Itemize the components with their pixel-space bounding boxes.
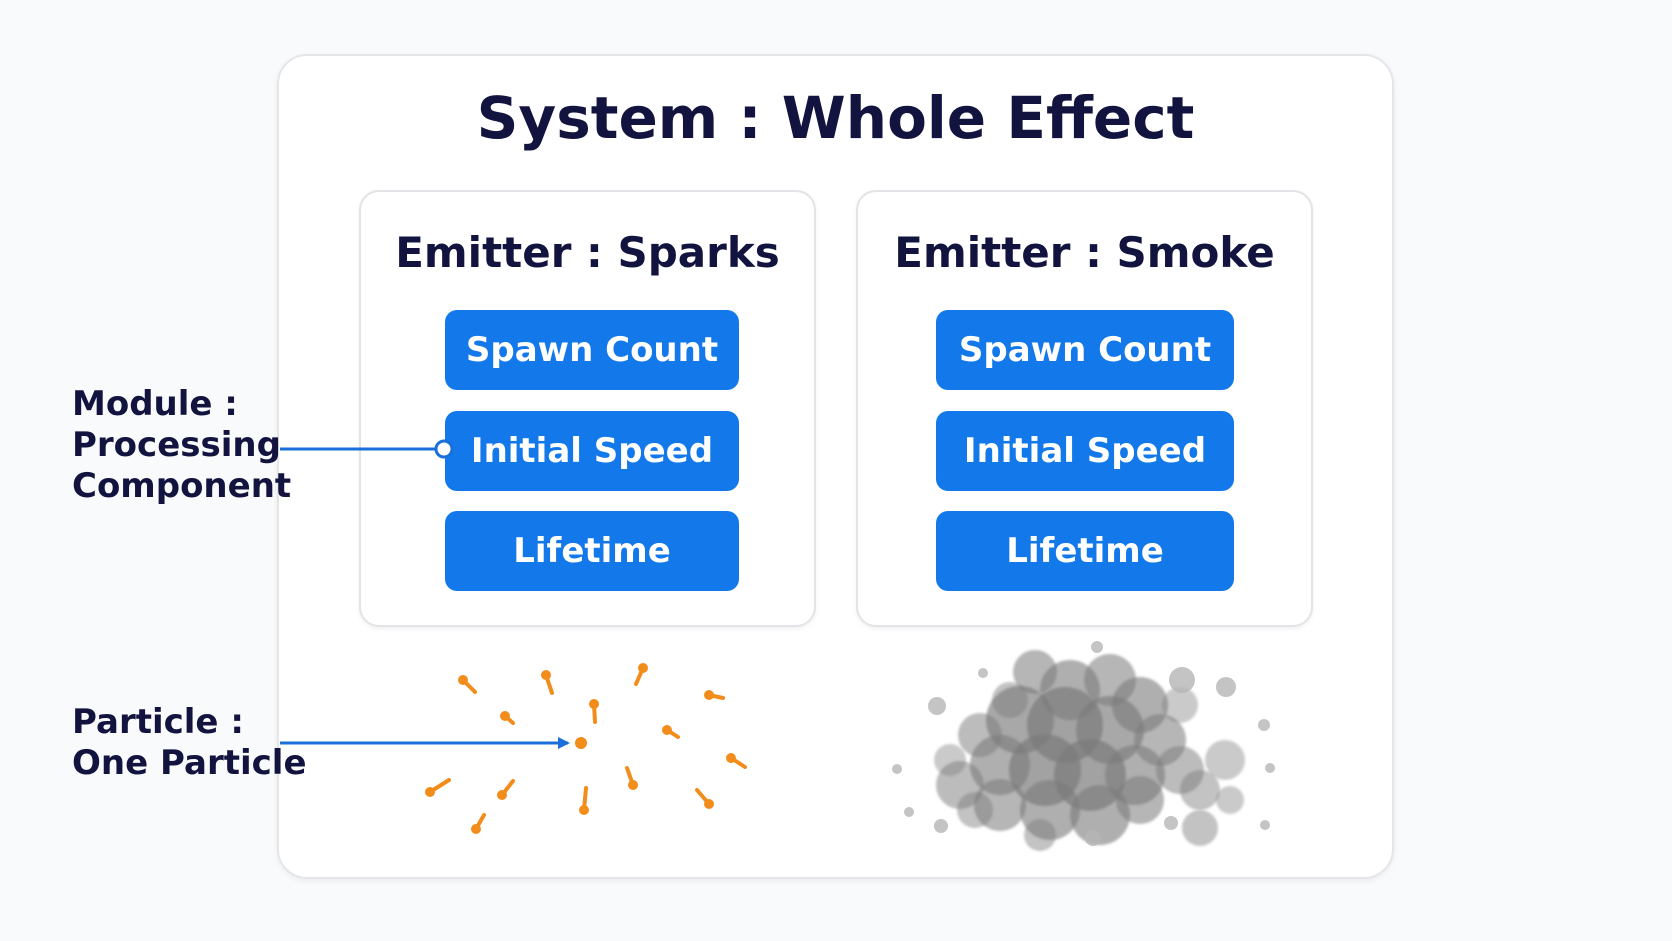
- system-title: System : Whole Effect: [476, 84, 1195, 152]
- module-annotation-line1: Module :: [72, 384, 238, 424]
- emitter-sparks-title: Emitter : Sparks: [395, 228, 780, 277]
- emitter-smoke-title: Emitter : Smoke: [894, 228, 1275, 277]
- emitter-sparks: Emitter : Sparks Spawn Count Initial Spe…: [359, 190, 816, 627]
- smoke-lifetime-module[interactable]: Lifetime: [936, 511, 1234, 591]
- sparks-initial-speed-module[interactable]: Initial Speed: [445, 411, 739, 491]
- module-annotation-line3: Component: [72, 466, 292, 506]
- particle-annotation: Particle : One Particle: [72, 702, 307, 784]
- module-annotation-line2: Processing: [72, 425, 281, 465]
- particle-annotation-line1: Particle :: [72, 702, 244, 742]
- smoke-initial-speed-module[interactable]: Initial Speed: [936, 411, 1234, 491]
- particle-annotation-line2: One Particle: [72, 743, 307, 783]
- sparks-lifetime-module[interactable]: Lifetime: [445, 511, 739, 591]
- module-annotation: Module : Processing Component: [72, 384, 291, 507]
- emitter-smoke: Emitter : Smoke Spawn Count Initial Spee…: [856, 190, 1313, 627]
- sparks-spawn-count-module[interactable]: Spawn Count: [445, 310, 739, 390]
- smoke-spawn-count-module[interactable]: Spawn Count: [936, 310, 1234, 390]
